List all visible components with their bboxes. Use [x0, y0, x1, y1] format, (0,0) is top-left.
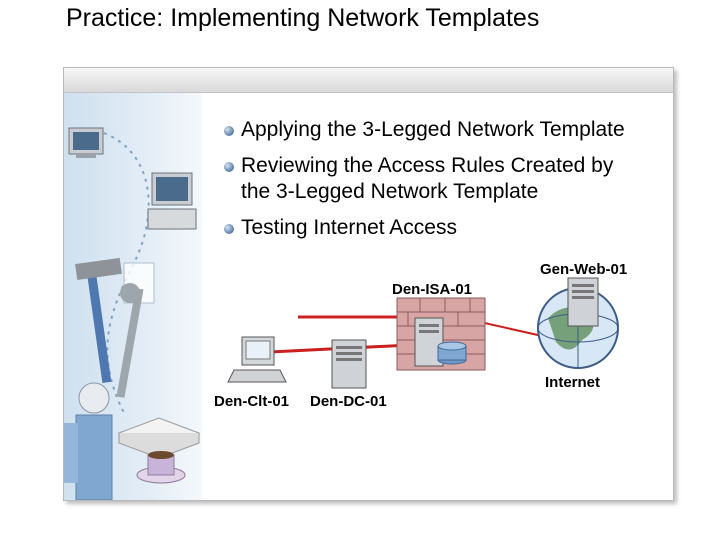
den-isa-01-label: Den-ISA-01: [392, 281, 473, 298]
gen-web-01-label: Gen-Web-01: [540, 261, 628, 278]
coffee-cup-icon: [136, 451, 186, 484]
bullet-item: Applying the 3-Legged Network Template: [222, 117, 632, 143]
den-dc-01-label: Den-DC-01: [310, 393, 387, 410]
panel-header-bar: [64, 68, 673, 93]
den-clt-01-label: Den-Clt-01: [214, 393, 290, 410]
bullet-icon: [224, 162, 234, 172]
bullet-list: Applying the 3-Legged Network Template R…: [222, 117, 632, 251]
slide-title: Practice: Implementing Network Templates: [66, 4, 540, 32]
bullet-text: Testing Internet Access: [241, 216, 457, 239]
bullet-text: Reviewing the Access Rules Created by th…: [241, 154, 614, 203]
tools-icon: [75, 257, 144, 398]
bullet-icon: [224, 126, 234, 136]
sidebar-illustration: [64, 127, 201, 500]
bullet-icon: [224, 224, 234, 234]
book-icon: [117, 417, 201, 459]
desktop-computer-icon: [147, 172, 197, 230]
person-icon: [64, 382, 113, 500]
monitor-icon: [68, 127, 104, 158]
bullet-item: Testing Internet Access: [222, 215, 632, 241]
bullet-item: Reviewing the Access Rules Created by th…: [222, 153, 632, 205]
bullet-text: Applying the 3-Legged Network Template: [241, 118, 625, 141]
internet-label: Internet: [545, 374, 601, 391]
